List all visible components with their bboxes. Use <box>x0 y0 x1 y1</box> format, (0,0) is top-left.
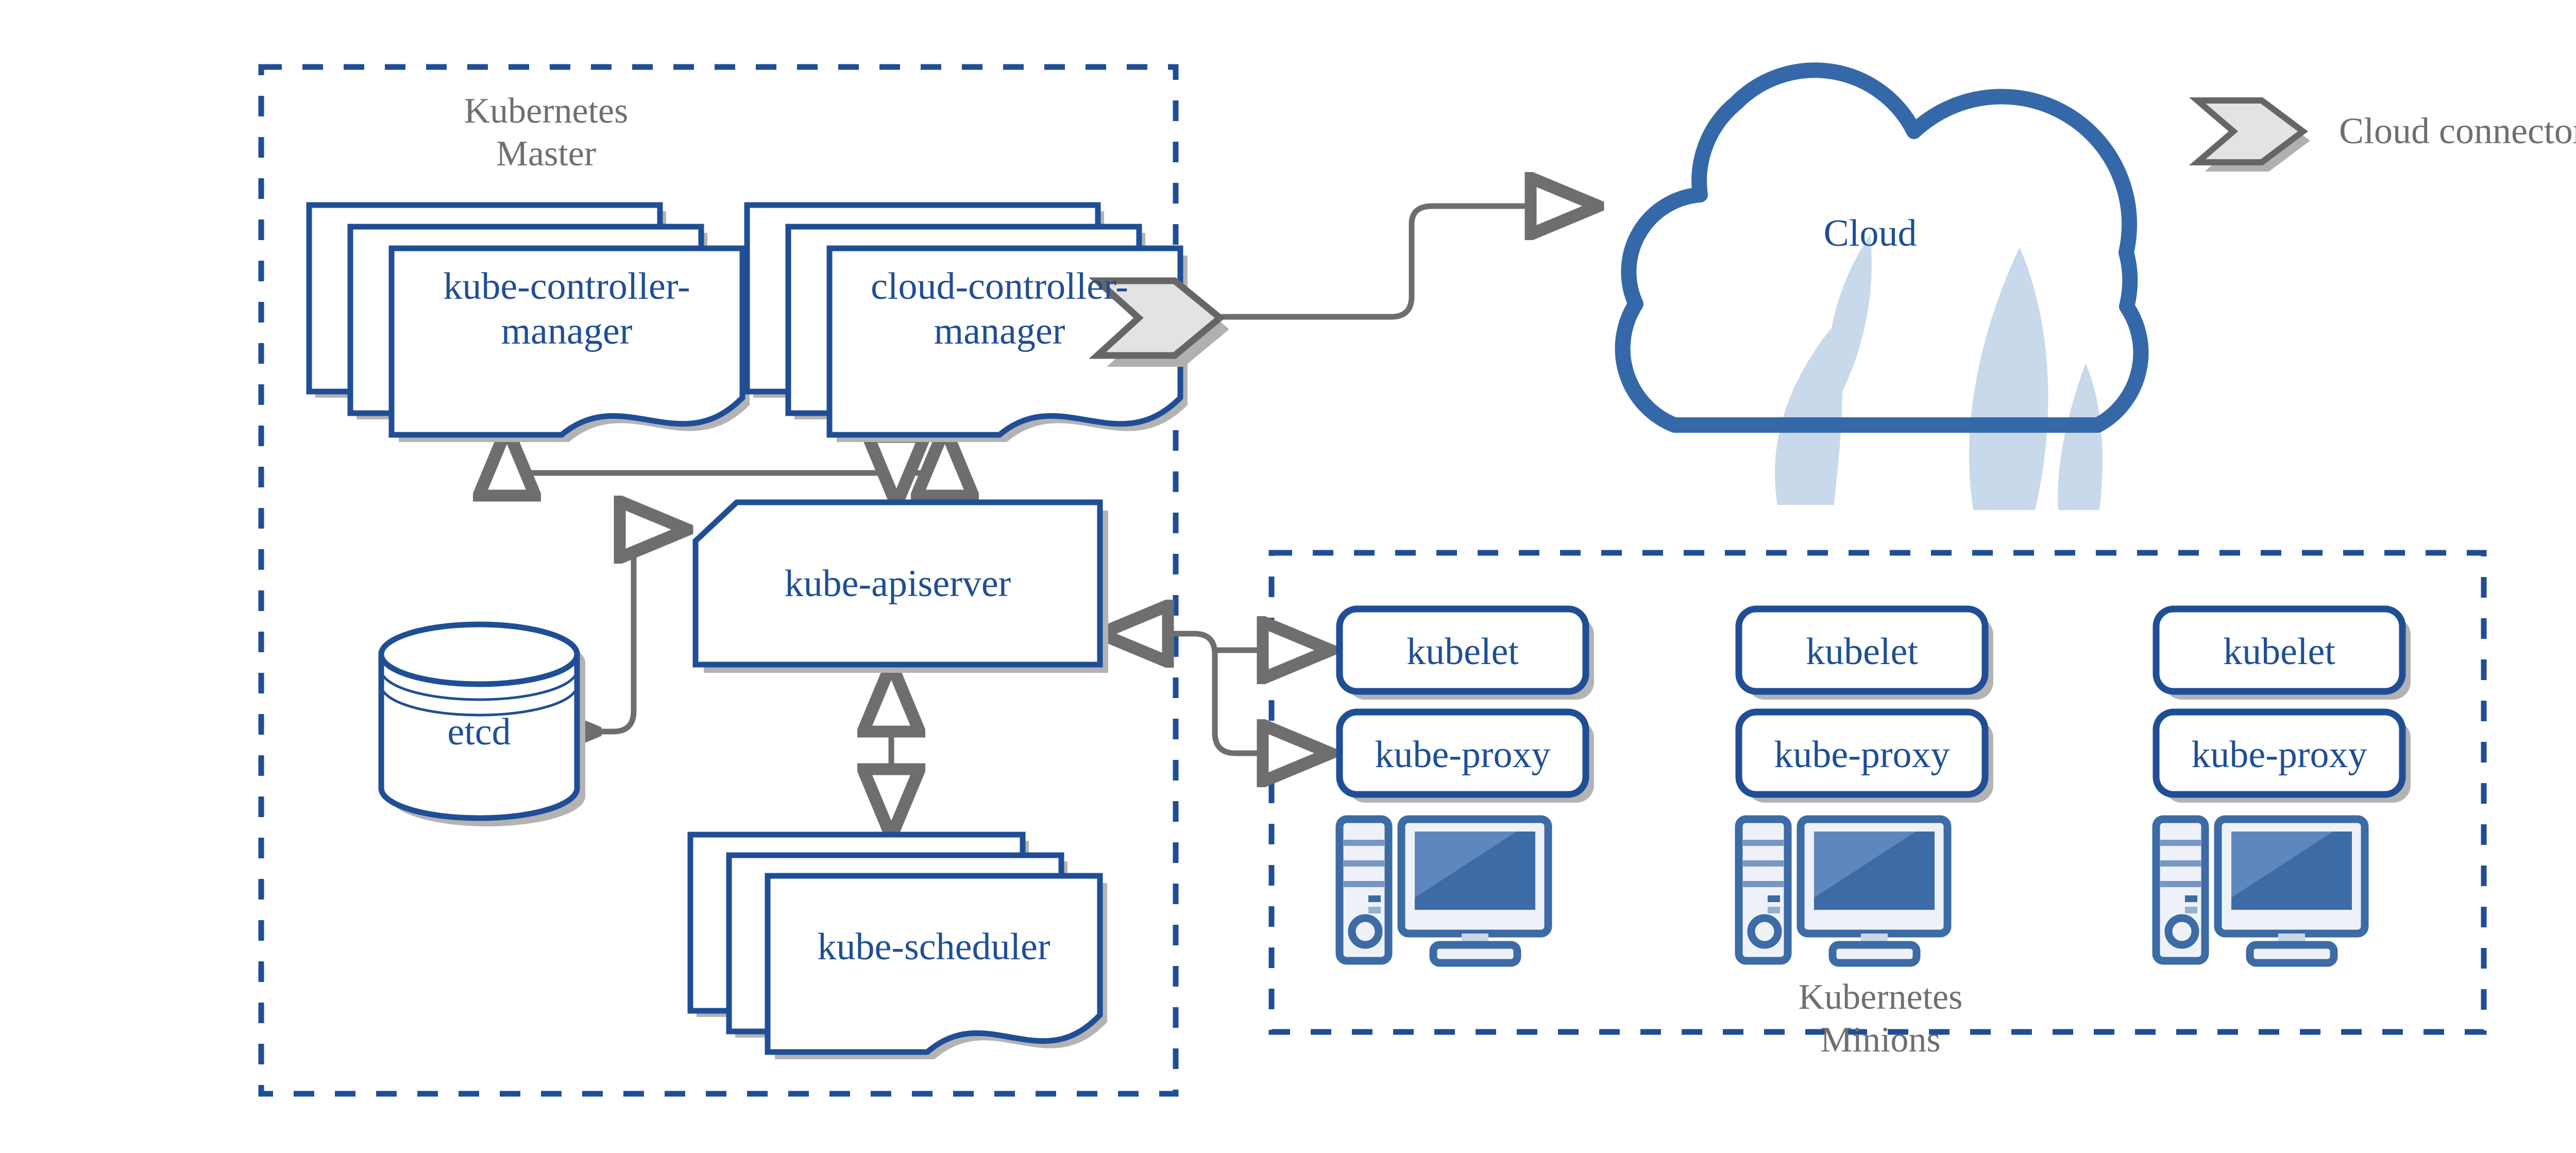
minion-3-group <box>2152 605 2411 967</box>
connector-apiserver-to-kube-proxy <box>1212 650 1328 753</box>
minion-1-kube-proxy-box <box>1336 708 1589 798</box>
minion-1-group <box>1335 605 1594 967</box>
minion-3-computer-icon <box>2152 815 2369 967</box>
etcd-shape <box>378 621 585 826</box>
legend-cloud-connector-icon <box>2189 97 2310 172</box>
minion-2-group <box>1735 605 1993 967</box>
minion-3-kubelet-box <box>2153 605 2406 695</box>
connector-ccm-to-cloud <box>1200 206 1596 320</box>
minion-2-computer-icon <box>1735 815 1952 967</box>
connector-etcd-apiserver <box>594 530 685 732</box>
minion-2-kubelet-box <box>1735 605 1989 695</box>
connector-controllers-to-apiserver <box>876 473 896 502</box>
master-group-border <box>258 64 1179 1097</box>
minion-1-computer-icon <box>1335 815 1552 967</box>
kube-apiserver-shape <box>692 499 1108 673</box>
cloud-controller-manager-shape <box>744 202 1188 442</box>
kube-controller-manager-shape <box>306 202 750 442</box>
minion-1-kubelet-box <box>1336 605 1589 695</box>
minion-3-kube-proxy-box <box>2153 708 2406 798</box>
cloud-shape <box>1615 62 2149 510</box>
connector-apiserver-to-kcm <box>507 430 876 473</box>
cloud-connector-icon-diagram <box>1089 277 1229 367</box>
kube-scheduler-shape <box>687 832 1107 1059</box>
minions-group-border <box>1268 550 2487 1035</box>
minion-2-kube-proxy-box <box>1735 708 1989 798</box>
